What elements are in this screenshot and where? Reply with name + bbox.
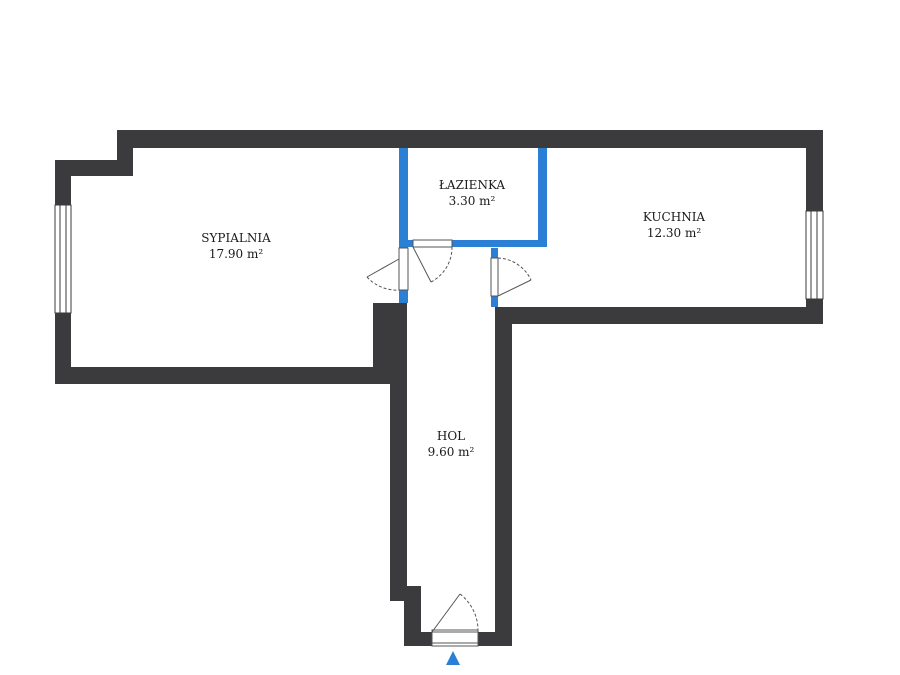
door-bedroom [366, 247, 409, 291]
floor-area [71, 148, 806, 632]
room-area: 17.90 m² [209, 247, 264, 261]
door-entrance [431, 593, 479, 647]
walls [55, 130, 823, 646]
room-name: SYPIALNIA [201, 231, 271, 245]
room-label-sypialnia: SYPIALNIA 17.90 m² [201, 231, 271, 261]
window-bedroom [54, 204, 72, 314]
room-label-hol: HOL 9.60 m² [428, 429, 475, 459]
room-area: 3.30 m² [449, 194, 496, 208]
room-area: 12.30 m² [647, 226, 702, 240]
room-label-kuchnia: KUCHNIA 12.30 m² [643, 210, 706, 240]
room-name: HOL [437, 429, 465, 443]
room-area: 9.60 m² [428, 445, 475, 459]
door-bathroom [412, 239, 453, 283]
room-name: ŁAZIENKA [439, 178, 506, 192]
window-kitchen [805, 210, 824, 300]
room-label-lazienka: ŁAZIENKA 3.30 m² [439, 178, 506, 208]
door-kitchen [490, 257, 532, 297]
room-name: KUCHNIA [643, 210, 706, 224]
entrance-arrow-icon [446, 651, 460, 665]
